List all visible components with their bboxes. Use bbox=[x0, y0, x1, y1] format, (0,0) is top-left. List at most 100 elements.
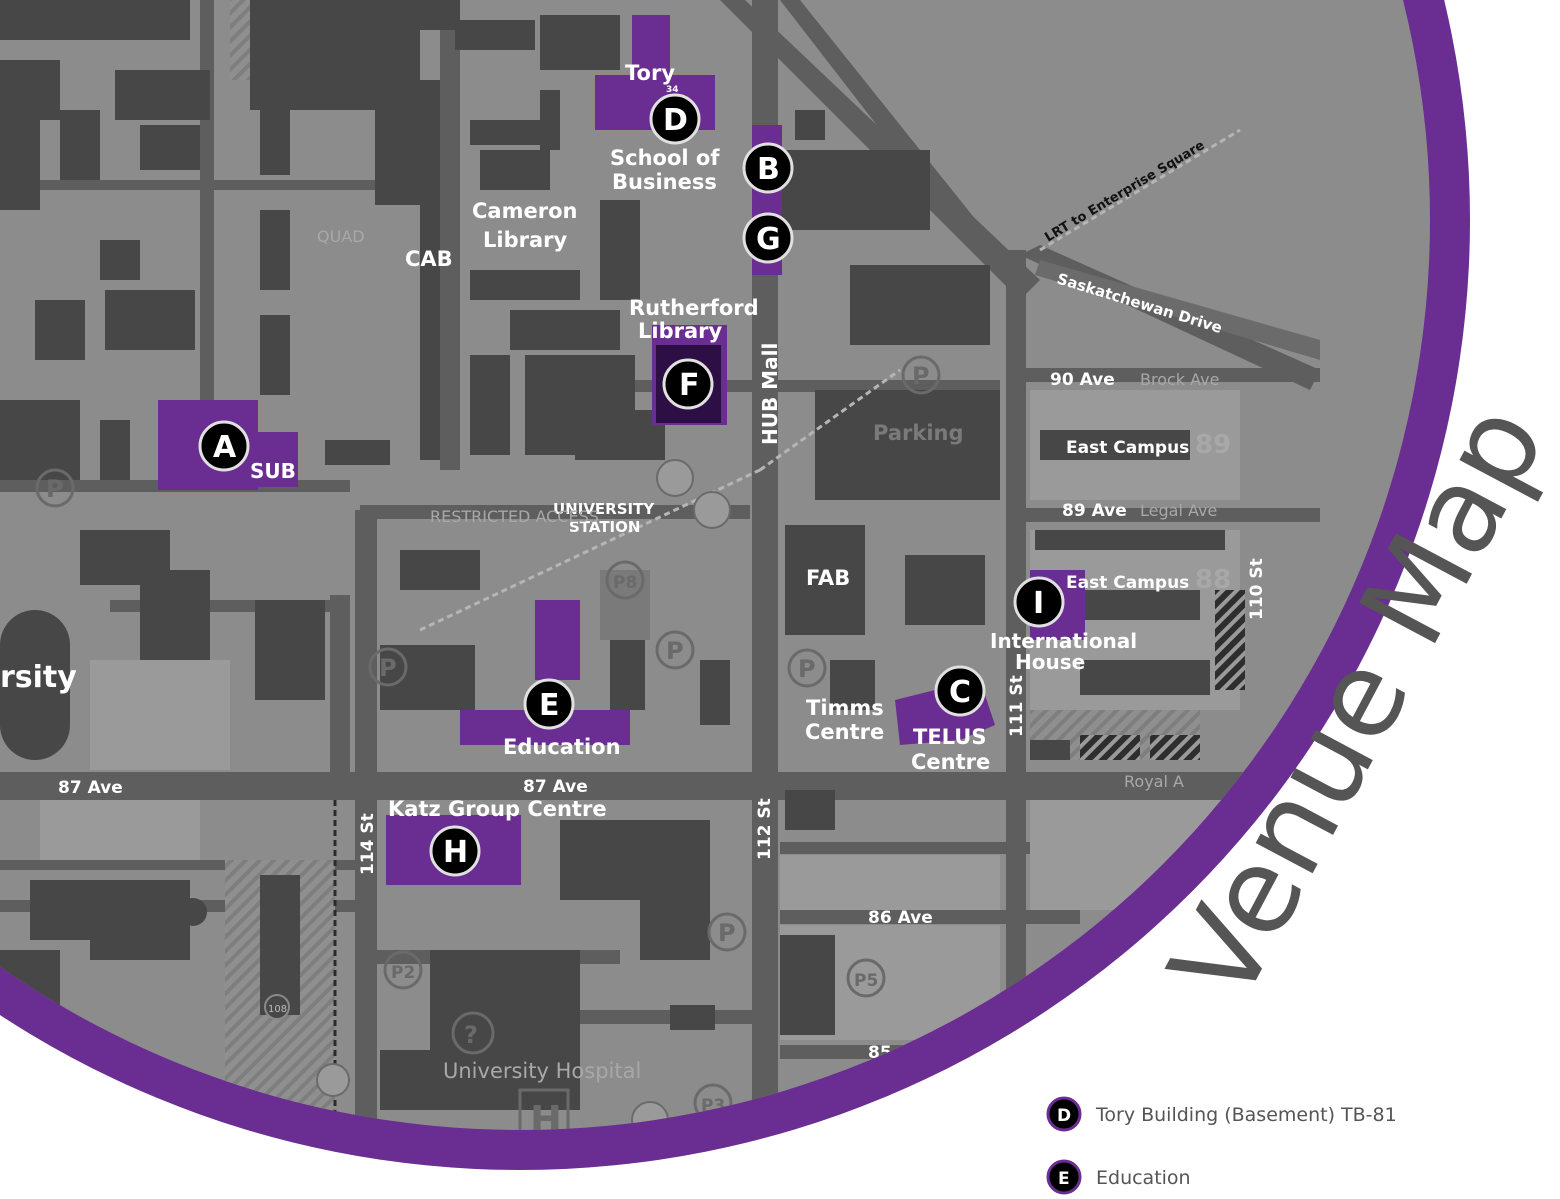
street-114-st: 114 St bbox=[358, 813, 378, 875]
svg-text:G: G bbox=[756, 222, 781, 257]
label-east-campus-88: East Campus bbox=[1066, 573, 1189, 593]
label-university-station: STATION bbox=[569, 518, 640, 536]
marker-g[interactable]: G bbox=[742, 212, 794, 264]
parking-icon: P bbox=[666, 637, 684, 665]
venue-markers: A B C D E F G bbox=[198, 93, 1065, 877]
label-university: rsity bbox=[0, 660, 77, 695]
marker-f[interactable]: F bbox=[662, 358, 714, 410]
street-brock-ave: Brock Ave bbox=[1140, 370, 1219, 389]
label-university-station: UNIVERSITY bbox=[553, 500, 655, 518]
label-telus-centre: TELUS bbox=[913, 725, 986, 749]
svg-text:A: A bbox=[213, 430, 237, 465]
marker-h[interactable]: H bbox=[429, 825, 481, 877]
marker-c[interactable]: C bbox=[934, 665, 986, 717]
label-rutherford-library: Library bbox=[638, 319, 722, 343]
label-tory: Tory bbox=[625, 61, 675, 85]
street-87-ave: 87 Ave bbox=[523, 777, 588, 797]
bus-icon bbox=[693, 491, 731, 529]
svg-text:E: E bbox=[539, 688, 560, 723]
parking-p5-icon: P5 bbox=[854, 971, 878, 991]
parking-icon: P bbox=[912, 362, 930, 390]
label-school-of-business: School of bbox=[610, 146, 720, 170]
label-katz-group-centre: Katz Group Centre bbox=[388, 797, 607, 821]
lrt-track bbox=[1039, 128, 1241, 252]
street-royal-ave: Royal A bbox=[1124, 772, 1184, 791]
street-110-st: 110 St bbox=[1247, 558, 1267, 620]
svg-text:F: F bbox=[679, 368, 700, 403]
legend-label-e: Education bbox=[1096, 1167, 1191, 1189]
label-hub-mall: HUB Mall bbox=[758, 343, 782, 445]
parking-icon: P bbox=[798, 655, 816, 683]
label-cameron-library: Library bbox=[483, 228, 567, 252]
legend: D Tory Building (Basement) TB-81 E Educa… bbox=[1046, 1096, 1397, 1195]
label-rutherford-library: Rutherford bbox=[629, 296, 759, 320]
parking-icon: P bbox=[379, 654, 397, 682]
label-parking: Parking bbox=[873, 421, 964, 445]
label-school-of-business: Business bbox=[612, 170, 717, 194]
parking-p2-icon: P2 bbox=[391, 963, 415, 983]
label-fab: FAB bbox=[806, 566, 850, 590]
svg-text:B: B bbox=[757, 152, 780, 187]
legend-item-e: E Education bbox=[1046, 1159, 1191, 1195]
svg-text:I: I bbox=[1033, 586, 1044, 621]
label-international-house: House bbox=[1015, 650, 1085, 674]
road-network bbox=[0, 0, 1400, 1130]
label-cameron-library: Cameron bbox=[472, 199, 577, 223]
restricted-area bbox=[1150, 735, 1200, 760]
label-east-campus-89-number: 89 bbox=[1195, 430, 1231, 460]
label-university-hospital: University Hospital bbox=[443, 1059, 641, 1083]
street-89-ave: 89 Ave bbox=[1062, 501, 1127, 521]
restricted-area bbox=[1215, 590, 1245, 690]
legend-marker-d bbox=[1046, 1096, 1082, 1132]
legend-marker-e bbox=[1046, 1159, 1082, 1195]
legend-item-d: D Tory Building (Basement) TB-81 bbox=[1046, 1096, 1397, 1132]
street-111-st: 111 St bbox=[1007, 675, 1027, 737]
street-86-ave: 86 Ave bbox=[868, 908, 933, 928]
label-timms-centre: Timms bbox=[806, 696, 884, 720]
hospital-icon bbox=[518, 1088, 570, 1130]
parking-p8-icon: P8 bbox=[613, 573, 637, 593]
marker-e[interactable]: E bbox=[523, 678, 575, 730]
label-education: Education bbox=[503, 735, 621, 759]
label-telus-centre: Centre bbox=[911, 750, 990, 774]
train-icon bbox=[656, 459, 694, 497]
label-cab: CAB bbox=[405, 247, 453, 271]
train-icon bbox=[316, 1063, 350, 1097]
label-timms-centre: Centre bbox=[805, 720, 884, 744]
label-quad: QUAD bbox=[317, 227, 365, 246]
svg-text:D: D bbox=[1057, 1106, 1071, 1126]
street-legal-ave: Legal Ave bbox=[1140, 501, 1217, 520]
street-labels: 90 Ave Brock Ave 89 Ave Legal Ave 87 Ave… bbox=[58, 370, 1267, 1063]
svg-text:D: D bbox=[663, 103, 688, 138]
street-90-ave: 90 Ave bbox=[1050, 370, 1115, 390]
university-building bbox=[0, 610, 70, 760]
route-108-icon: 108 bbox=[268, 1004, 287, 1015]
label-tory-room: 34 bbox=[666, 85, 679, 95]
marker-a[interactable]: A bbox=[198, 420, 250, 472]
accessibility-icon bbox=[179, 898, 207, 926]
parking-icon: P bbox=[46, 475, 64, 503]
saskatchewan-drive-road bbox=[1035, 260, 1320, 360]
street-112-st: 112 St bbox=[755, 798, 775, 860]
label-sub: SUB bbox=[250, 459, 296, 483]
marker-i[interactable]: I bbox=[1013, 576, 1065, 628]
svg-text:E: E bbox=[1058, 1169, 1070, 1189]
street-87-ave: 87 Ave bbox=[58, 778, 123, 798]
label-east-campus-89: East Campus bbox=[1066, 438, 1189, 458]
marker-d[interactable]: D bbox=[649, 93, 701, 145]
hospital-icon: H bbox=[530, 1098, 562, 1142]
label-east-campus-88-number: 88 bbox=[1195, 565, 1231, 595]
svg-text:C: C bbox=[949, 675, 971, 710]
restricted-area bbox=[1080, 735, 1140, 760]
lrt-track bbox=[759, 368, 901, 472]
legend-label-d: Tory Building (Basement) TB-81 bbox=[1095, 1104, 1397, 1126]
help-icon: ? bbox=[464, 1021, 478, 1049]
marker-b[interactable]: B bbox=[742, 142, 794, 194]
campus-buildings bbox=[0, 0, 1225, 1110]
label-international-house: International bbox=[990, 629, 1137, 653]
svg-text:H: H bbox=[443, 835, 468, 870]
label-restricted-access: RESTRICTED ACCESS bbox=[430, 507, 599, 526]
parking-icon: P bbox=[718, 919, 736, 947]
